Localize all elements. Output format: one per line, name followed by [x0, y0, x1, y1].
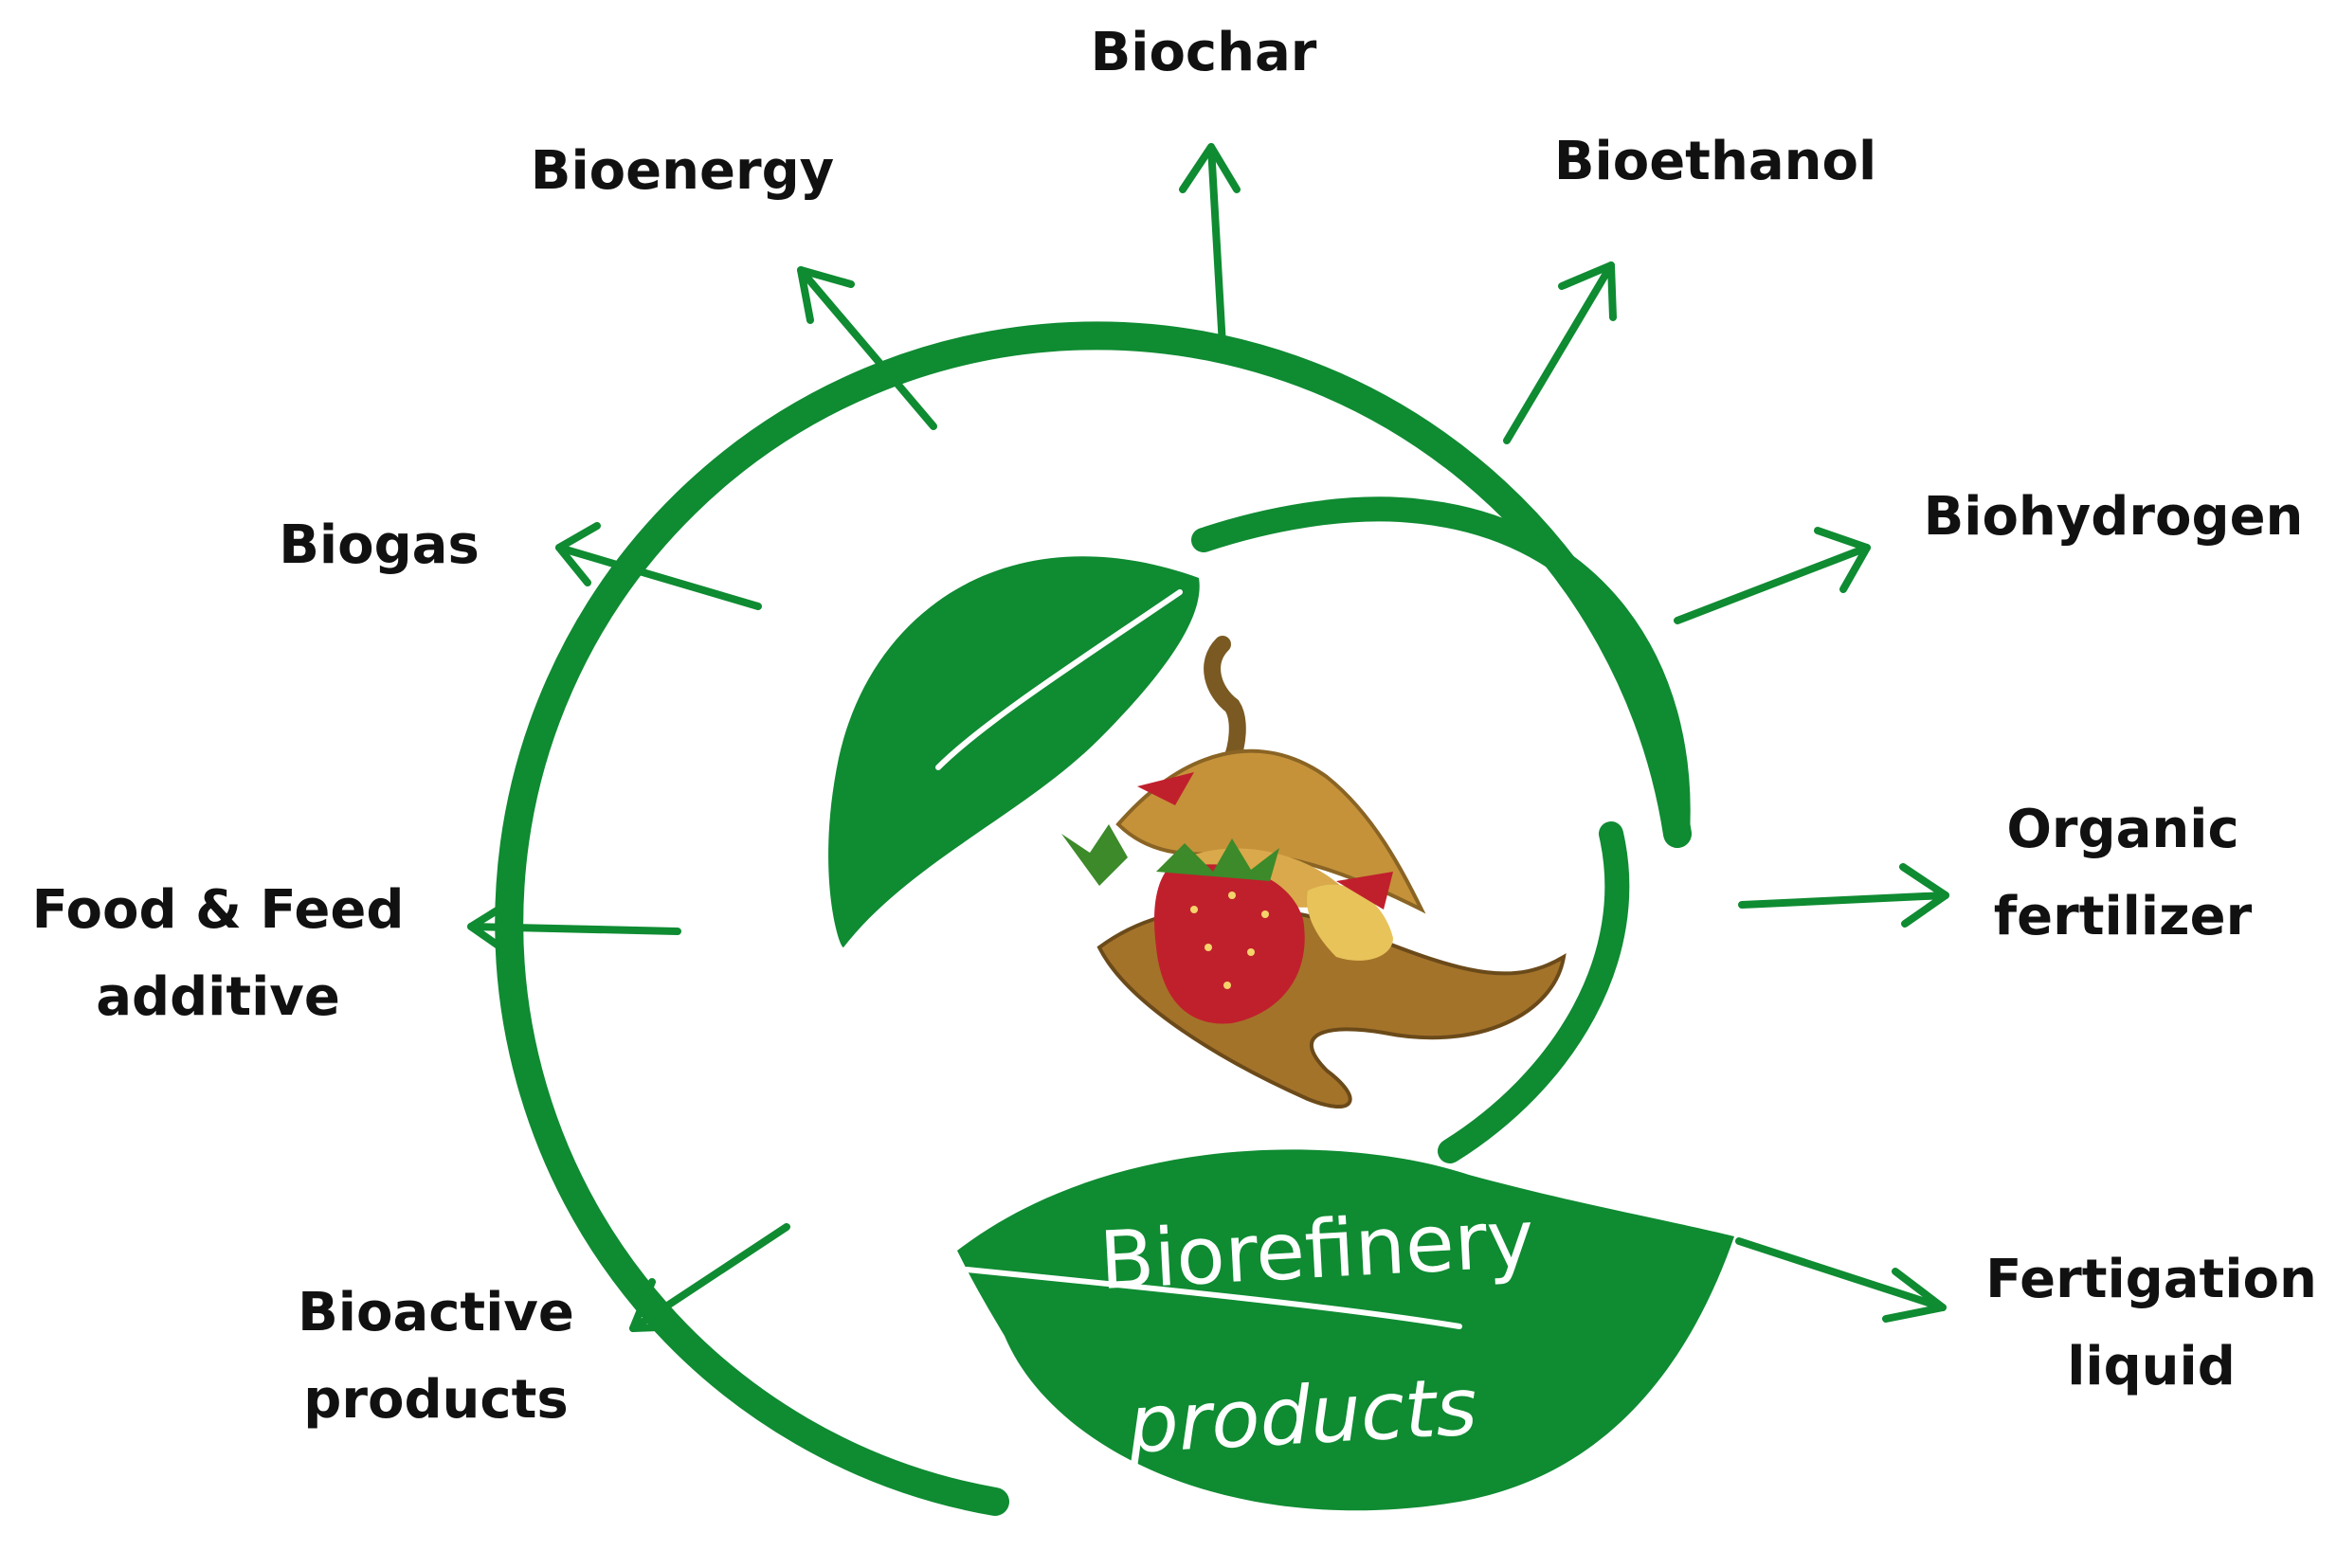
label-biogas-line1: Biogas: [279, 514, 480, 576]
arrow-food-feed: [467, 896, 681, 959]
label-food-feed-line1: Food & Feed: [31, 879, 405, 941]
label-food-feed: Food & Feed additive: [9, 867, 426, 1041]
upper-leaf: [828, 556, 1200, 947]
label-bioenergy: Bioenergy: [512, 128, 853, 215]
arrow-organic-fertilizer: [1738, 863, 1949, 928]
label-fertigation-line2: liquid: [2067, 1336, 2236, 1397]
arrow-biochar: [1179, 143, 1241, 350]
arrow-biogas: [555, 522, 762, 610]
label-bioactive-line2: products: [303, 1369, 569, 1431]
label-fertigation: Fertigation liquid: [1971, 1236, 2331, 1411]
label-food-feed-line2: additive: [96, 966, 340, 1028]
label-organic-fertilizer-line2: fertilizer: [1993, 886, 2253, 947]
arrow-fertigation: [1735, 1237, 1947, 1323]
arrows: [467, 143, 1949, 1332]
label-biochar-line1: Biochar: [1090, 22, 1317, 83]
label-biogas: Biogas: [237, 502, 521, 589]
label-organic-fertilizer: Organic fertilizer: [1981, 786, 2265, 961]
label-biohydrogen-line1: Biohydrogen: [1923, 486, 2304, 548]
lower-leaf: [957, 1149, 1734, 1511]
label-bioactive: Bioactive products: [265, 1270, 607, 1444]
arrow-bioethanol: [1503, 261, 1617, 444]
fruit-peel-illustration: [1061, 636, 1567, 1108]
label-bioethanol: Bioethanol: [1535, 118, 1895, 206]
label-biochar: Biochar: [1033, 9, 1374, 97]
label-organic-fertilizer-line1: Organic: [2006, 799, 2239, 860]
arrow-bioactive: [629, 1223, 790, 1332]
label-bioenergy-line1: Bioenergy: [530, 140, 835, 202]
center-title-line2: products: [1125, 1360, 1480, 1471]
label-bioethanol-line1: Bioethanol: [1553, 131, 1877, 192]
label-biohydrogen: Biohydrogen: [1914, 474, 2312, 561]
arrow-biohydrogen: [1674, 527, 1871, 624]
arrow-bioenergy: [797, 266, 937, 430]
label-bioactive-line1: Bioactive: [298, 1282, 574, 1343]
label-fertigation-line1: Fertigation: [1985, 1249, 2317, 1310]
